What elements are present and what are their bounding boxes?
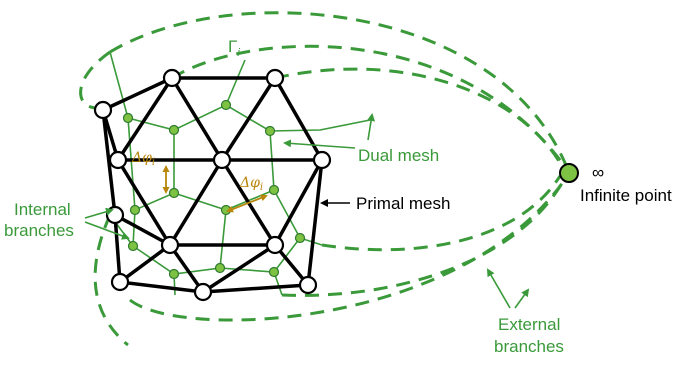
external-branch-right-mid xyxy=(321,175,562,252)
dual-node xyxy=(168,124,180,136)
dual-node xyxy=(122,112,134,124)
primal-nodes xyxy=(93,68,332,302)
internal-arrow-1 xyxy=(84,207,114,219)
primal-node xyxy=(312,150,332,170)
dual-node xyxy=(220,99,232,111)
dual-node xyxy=(129,204,141,216)
primal-mesh xyxy=(101,76,324,294)
external-arrow-2 xyxy=(514,288,530,309)
internal-branches-label-line2: branches xyxy=(4,221,74,240)
dual-node xyxy=(268,184,280,196)
dual-mesh-arrow-2 xyxy=(367,113,376,141)
dual-node xyxy=(168,187,180,199)
external-branch-bottom-wide xyxy=(129,177,568,322)
delta-phi-label-2: Δφi xyxy=(239,175,263,193)
primal-node xyxy=(110,272,130,292)
external-branch-left-loop xyxy=(79,50,111,110)
dual-node xyxy=(264,125,276,137)
callout-arrows xyxy=(84,113,530,309)
infinity-symbol: ∞ xyxy=(592,163,604,182)
primal-node xyxy=(193,282,213,302)
dual-node xyxy=(268,266,280,278)
primal-mesh-label: Primal mesh xyxy=(356,194,450,213)
gamma-label: Γi xyxy=(228,37,240,59)
dual-node xyxy=(168,268,180,280)
external-branch-outer-top xyxy=(109,11,570,171)
delta-phi-arrow-diagonal xyxy=(226,194,268,213)
external-branches-label-line2: branches xyxy=(494,337,564,356)
external-branch-gamma xyxy=(171,44,568,169)
primal-node xyxy=(298,275,318,295)
external-branch-bottom-right xyxy=(281,177,567,297)
external-branch-top-right xyxy=(274,67,565,169)
dual-mesh-label: Dual mesh xyxy=(358,146,439,165)
external-branch-left-bottom xyxy=(93,214,129,347)
external-branches-label-line1: External xyxy=(498,315,560,334)
dual-node xyxy=(214,262,226,274)
internal-arrow-2 xyxy=(84,221,130,240)
internal-branches-label-line1: Internal xyxy=(14,200,71,219)
infinite-point-label: Infinite point xyxy=(580,186,672,205)
primal-node xyxy=(265,235,285,255)
dual-mesh-arrow-1 xyxy=(283,139,356,149)
primal-node xyxy=(160,235,180,255)
primal-node xyxy=(93,100,113,120)
dual-node xyxy=(127,240,139,252)
primal-node xyxy=(212,150,232,170)
primal-node xyxy=(105,205,125,225)
primal-node xyxy=(108,150,128,170)
external-branches xyxy=(79,11,570,347)
dual-node xyxy=(294,232,306,244)
external-arrow-1 xyxy=(486,268,511,309)
primal-node xyxy=(265,68,285,88)
infinite-point-node xyxy=(559,163,579,183)
primal-node xyxy=(162,68,182,88)
delta-phi-arrows xyxy=(162,165,268,213)
delta-phi-label-1: Δφi xyxy=(131,150,155,168)
